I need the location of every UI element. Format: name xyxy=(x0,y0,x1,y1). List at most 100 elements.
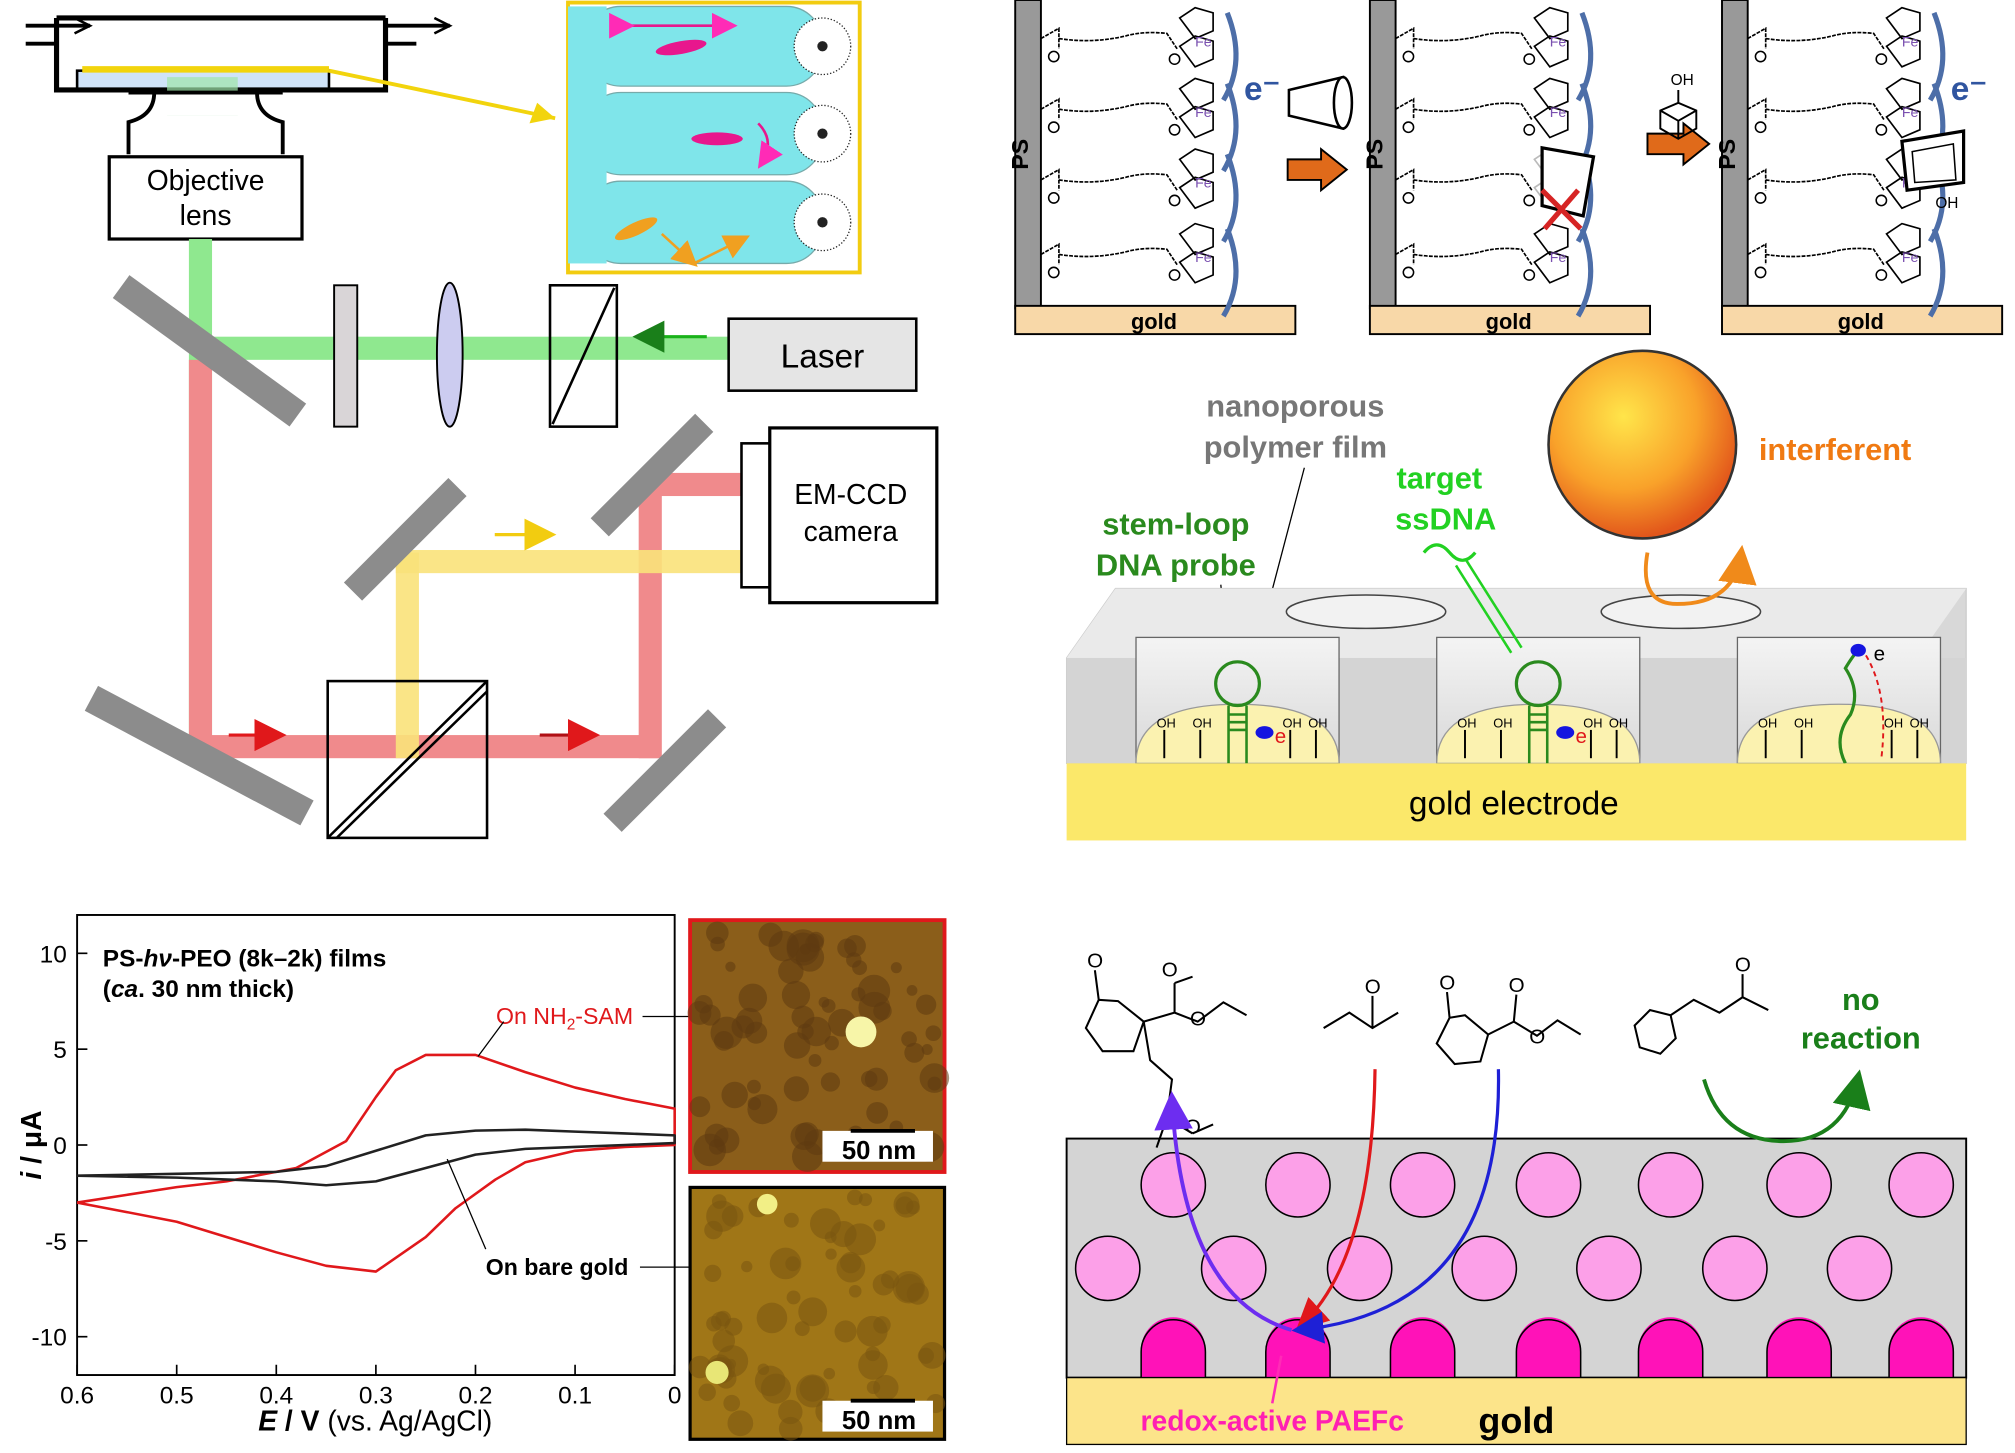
gold-electrode-label: gold electrode xyxy=(1409,786,1619,823)
micelle-end-3 xyxy=(793,193,852,252)
paefc-domain xyxy=(1265,1151,1331,1218)
no-reaction-line1: no xyxy=(1842,982,1880,1017)
beam-splitter-cube xyxy=(326,679,489,840)
objective-label-line1: Objective xyxy=(147,164,265,196)
red-beam-vertical xyxy=(188,359,213,759)
electron-label: e xyxy=(1275,725,1286,748)
pore-top-2 xyxy=(1600,594,1762,630)
gold-label: gold xyxy=(1486,309,1532,334)
ferrocene-steps: OH OH xyxy=(1286,72,1966,231)
sam-chain: Fe xyxy=(1040,77,1239,173)
paefc-domain xyxy=(1326,1235,1393,1302)
ps-label: PS xyxy=(1362,139,1388,170)
gold-substrate xyxy=(1014,304,1297,336)
electron-label: e xyxy=(1874,643,1885,666)
complex-oh-label: OH xyxy=(1935,195,1958,212)
ketoester-molecule: O O O xyxy=(1435,972,1582,1066)
cv-series-line xyxy=(77,1128,676,1187)
film-label-line1: nanoporous xyxy=(1206,388,1384,423)
fe-label: Fe xyxy=(1902,104,1919,120)
electron-label: e⁻ xyxy=(1951,71,1987,108)
hydroxyl-label: OH xyxy=(1193,715,1212,730)
benzylideneacetone-molecule: O xyxy=(1633,954,1769,1055)
legend-bare-gold: On bare gold xyxy=(486,1254,629,1280)
laser-box: Laser xyxy=(727,317,918,392)
mvk-path-arrow xyxy=(1295,1069,1377,1331)
hydroxyl-label: OH xyxy=(1457,715,1476,730)
cv-plot-frame xyxy=(76,914,676,1376)
paefc-gold-substrate xyxy=(1065,1376,1967,1446)
cv-ylabel: i / μA xyxy=(15,1110,47,1179)
gold-substrate xyxy=(1368,304,1652,336)
cv-title: PS-hν-PEO (8k–2k) films xyxy=(103,945,386,972)
film-label-line2: polymer film xyxy=(1204,429,1387,464)
hydroxyl-label: OH xyxy=(1493,715,1512,730)
scalebar-bottom: 50 nm xyxy=(842,1407,916,1435)
stem xyxy=(1227,705,1248,764)
ketoester-path-arrow xyxy=(1291,1069,1501,1344)
svg-text:O: O xyxy=(1087,950,1103,973)
fe-label: Fe xyxy=(1902,33,1919,49)
mirror-yellow xyxy=(343,477,467,601)
interferent-label: interferent xyxy=(1759,432,1911,467)
objective-lens: Objective lens xyxy=(107,155,304,241)
afm-image-sam: 50 nm xyxy=(687,918,950,1174)
paefc-panel: redox-active PAEFc gold O O O O O O O O … xyxy=(1065,950,1968,1446)
paefc-domain xyxy=(1451,1235,1518,1302)
filter-plate xyxy=(333,284,359,428)
paefc-gold-label: gold xyxy=(1478,1400,1554,1441)
ps-label: PS xyxy=(1007,139,1033,170)
redox-tag xyxy=(1556,726,1575,739)
dye-molecule-2 xyxy=(691,132,743,146)
dye-molecule-1 xyxy=(655,39,707,56)
paefc-domain xyxy=(1637,1151,1704,1218)
no-reaction-arrow xyxy=(1702,1069,1871,1144)
fe-label: Fe xyxy=(1550,33,1567,49)
dna-sensor-panel: interferent nanoporous polymer film stem… xyxy=(1065,349,1967,841)
probe-label-line1: stem-loop xyxy=(1102,507,1249,542)
gold-substrate xyxy=(1721,304,2004,336)
redox-tag xyxy=(1850,643,1866,657)
electrode-dome xyxy=(1736,703,1942,764)
paefc-domain xyxy=(1701,1235,1768,1302)
paefc-domain xyxy=(1074,1235,1141,1302)
paefc-domain xyxy=(1140,1151,1207,1218)
dye-molecule-3 xyxy=(614,217,658,241)
target-label-line1: target xyxy=(1396,460,1482,495)
cv-xlabel: E / V (vs. Ag/AgCl) xyxy=(258,1404,492,1436)
dichroic-mirror xyxy=(112,275,307,427)
redox-active-domain xyxy=(1515,1319,1582,1379)
target-ssdna-strand xyxy=(1422,543,1477,562)
paefc-domain xyxy=(1576,1235,1642,1302)
x-tick-label: 0.1 xyxy=(558,1382,592,1409)
redox-active-domain xyxy=(1766,1319,1833,1379)
optical-setup-panel: Objective lens xyxy=(25,0,939,840)
adamantanol-oh-label: OH xyxy=(1671,72,1694,89)
legend-nh2-sam: On NH2-SAM xyxy=(496,1003,633,1033)
step-arrow-2 xyxy=(1646,121,1711,167)
stem-loop xyxy=(1214,660,1261,708)
yellow-beam-horizontal xyxy=(395,550,743,574)
sam-chain: Fe xyxy=(1395,222,1594,318)
svg-text:O: O xyxy=(1365,975,1381,998)
fe-label: Fe xyxy=(1195,33,1212,49)
hydroxyl-label: OH xyxy=(1583,715,1602,730)
cv-series-line xyxy=(76,1053,676,1273)
x-tick-label: 0.6 xyxy=(60,1382,94,1409)
afm-image-gold: 50 nm xyxy=(688,1185,947,1441)
fe-label: Fe xyxy=(1195,104,1212,120)
redox-active-domain xyxy=(1389,1319,1456,1379)
ferrocene-panel: PSgoldFeFeFeFee⁻PSgoldFeFeFeFePSgoldFeFe… xyxy=(1007,0,2004,336)
electron-label: e xyxy=(1576,725,1587,748)
open-probe xyxy=(1838,649,1860,765)
paefc-domain xyxy=(1200,1235,1267,1302)
svg-text:O: O xyxy=(1439,972,1455,995)
x-tick-label: 0 xyxy=(668,1382,682,1409)
